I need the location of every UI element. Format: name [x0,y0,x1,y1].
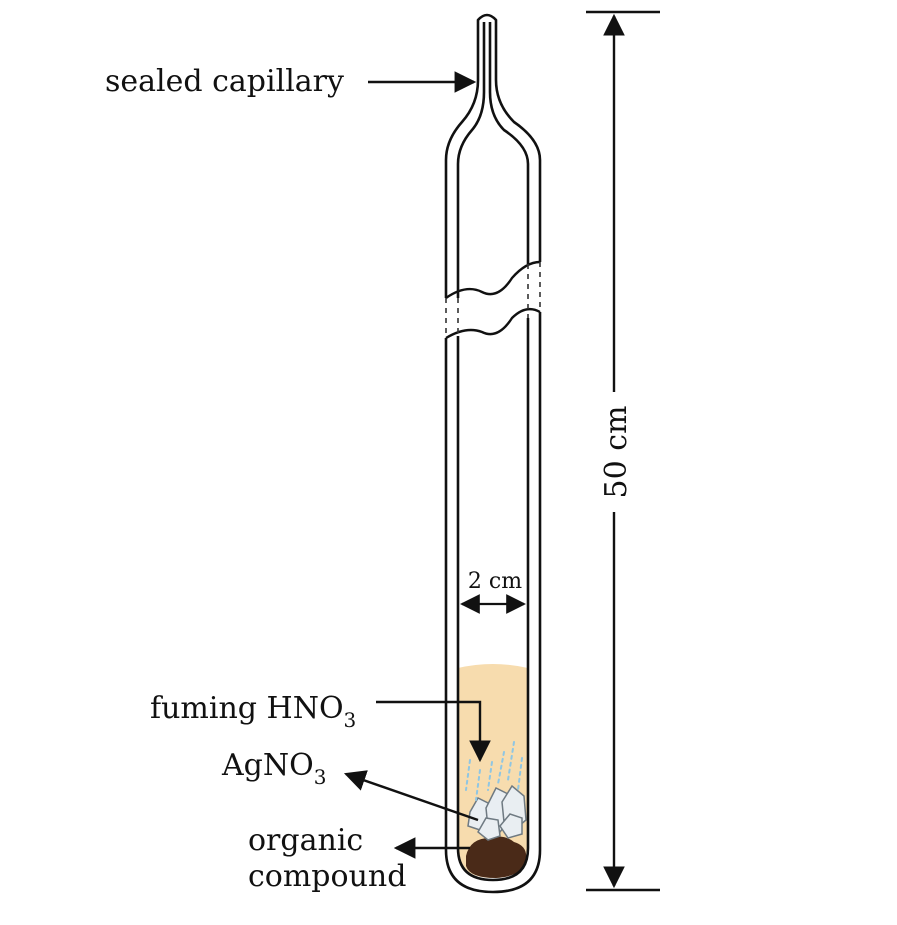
agno3-label: AgNO3 [221,748,326,789]
height-dimension [586,10,660,892]
organic-label-line1: organic [248,823,363,858]
hno3-arrow [376,700,491,763]
organic-compound-blob [466,836,527,878]
width-label: 2 cm [468,569,522,594]
agno3-label-sub: 3 [314,765,327,789]
hno3-label-sub: 3 [344,708,357,732]
hno3-drops [465,741,523,801]
organic-label-line2: compound [248,859,406,894]
agno3-crystals [467,784,527,841]
agno3-arrow [343,770,479,822]
height-label: 50 cm [599,406,634,499]
tube-break-marks [445,260,541,340]
capillary-label: sealed capillary [105,64,344,99]
agno3-label-main: AgNO [221,748,314,783]
hno3-label-main: fuming HNO [150,691,344,726]
hno3-label: fuming HNO3 [150,691,356,732]
tube-outline [444,13,542,894]
